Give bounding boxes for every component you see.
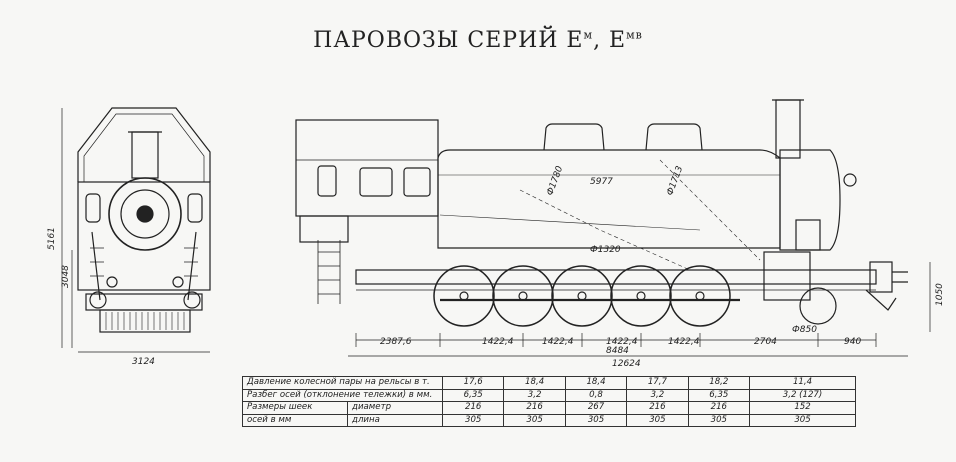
table-cell: 11,4 bbox=[749, 376, 856, 390]
row-label: Разбег осей (отклонение тележки) в мм. bbox=[242, 388, 443, 402]
locomotive-drawing: 5161 3048 3124 Ф1780 Ф1713 5977 Ф1320 Ф8… bbox=[47, 99, 945, 369]
front-dimension-labels: 5161 3048 3124 bbox=[47, 227, 155, 367]
table-cell: 305 bbox=[687, 413, 751, 427]
table-cell: 152 bbox=[749, 401, 856, 415]
boiler-dim-1: Ф1780 bbox=[545, 165, 565, 197]
coupler-height-label: 1050 bbox=[935, 283, 945, 306]
table-row: Давление колесной пары на рельсы в т. 17… bbox=[242, 376, 856, 390]
wheelbase-1: 2387,6 bbox=[380, 337, 412, 347]
rigid-wheelbase-label: 8484 bbox=[606, 346, 629, 356]
table-cell: 216 bbox=[503, 401, 566, 415]
table-cell: 3,2 (127) bbox=[749, 388, 856, 402]
row-label: осей в мм bbox=[242, 413, 348, 427]
wheelbase-3: 1422,4 bbox=[542, 337, 574, 347]
side-view bbox=[295, 99, 931, 357]
overall-length-label: 12624 bbox=[612, 359, 641, 369]
row-label: Давление колесной пары на рельсы в т. bbox=[242, 376, 443, 390]
table-cell: 17,7 bbox=[626, 376, 689, 390]
table-cell: 216 bbox=[626, 401, 689, 415]
boiler-dim-2: Ф1713 bbox=[665, 165, 685, 197]
table-cell: 17,6 bbox=[441, 376, 505, 390]
table-cell: 18,4 bbox=[564, 376, 628, 390]
wheelbase-2: 1422,4 bbox=[482, 337, 514, 347]
page-title: ПАРОВОЗЫ СЕРИЙ Ем, Емв bbox=[313, 28, 643, 53]
wheel-dim-label: Ф850 bbox=[792, 325, 817, 335]
firebox-dim-label: Ф1320 bbox=[590, 245, 621, 255]
table-cell: 6,35 bbox=[687, 388, 751, 402]
table-cell: 305 bbox=[564, 413, 628, 427]
table-cell: 305 bbox=[503, 413, 566, 427]
table-cell: 216 bbox=[441, 401, 505, 415]
front-height-axis-label: 3048 bbox=[61, 265, 71, 288]
table-row: осей в мм длина 305 305 305 305 305 305 bbox=[242, 413, 856, 427]
wheelbase-6: 2704 bbox=[754, 337, 777, 347]
table-cell: 6,35 bbox=[441, 388, 505, 402]
table-cell: 267 bbox=[564, 401, 628, 415]
table-cell: 0,8 bbox=[564, 388, 628, 402]
table-cell: 305 bbox=[749, 413, 856, 427]
side-dimension-labels: Ф1780 Ф1713 5977 Ф1320 Ф850 1050 2387,6 … bbox=[380, 165, 945, 369]
table-cell: 305 bbox=[626, 413, 689, 427]
boiler-length-label: 5977 bbox=[590, 177, 613, 187]
wheelbase-7: 940 bbox=[844, 337, 861, 347]
front-height-total-label: 5161 bbox=[47, 227, 57, 250]
row-label: Размеры шеек bbox=[242, 401, 348, 415]
table-cell: 216 bbox=[687, 401, 751, 415]
row-sublabel: диаметр bbox=[347, 401, 443, 415]
wheelbase-5: 1422,4 bbox=[668, 337, 700, 347]
table-cell: 18,2 bbox=[687, 376, 751, 390]
wheelbase-4: 1422,4 bbox=[606, 337, 638, 347]
table-row: Размеры шеек диаметр 216 216 267 216 216… bbox=[242, 401, 856, 415]
table-cell: 305 bbox=[441, 413, 505, 427]
table-row: Разбег осей (отклонение тележки) в мм. 6… bbox=[242, 388, 856, 402]
axle-load-table: Давление колесной пары на рельсы в т. 17… bbox=[242, 376, 856, 427]
front-view bbox=[61, 107, 211, 353]
row-sublabel: длина bbox=[347, 413, 443, 427]
table-cell: 18,4 bbox=[503, 376, 566, 390]
table-cell: 3,2 bbox=[503, 388, 566, 402]
table-cell: 3,2 bbox=[626, 388, 689, 402]
front-width-label: 3124 bbox=[132, 357, 155, 367]
